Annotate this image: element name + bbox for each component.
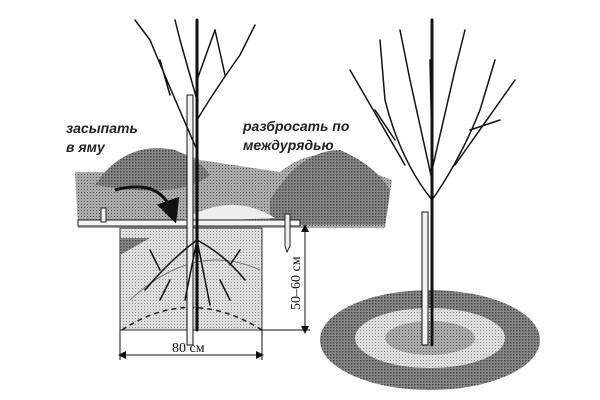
seedling-tree-left: [134, 18, 256, 346]
spread-label-line1: разбросать по: [242, 118, 350, 134]
spread-label-line2: междурядью: [243, 137, 334, 153]
depth-label: 50–60 см: [289, 256, 304, 310]
support-stake: [186, 94, 194, 346]
topsoil-heap: [180, 204, 275, 222]
spread-mound: [270, 150, 390, 225]
width-label: 80 см: [172, 341, 205, 356]
backfill-label-line2: в яму: [66, 139, 106, 155]
backfill-arrow-icon: [114, 185, 180, 224]
dimension-lines: [118, 224, 310, 360]
support-stake: [421, 211, 429, 346]
soil-layer: [75, 148, 392, 228]
peg-right: [284, 213, 291, 254]
peg-left: [100, 207, 107, 223]
planted-tree-right: [320, 18, 540, 390]
backfill-label-line1: засыпать: [66, 120, 138, 136]
backfill-mound: [95, 148, 210, 191]
